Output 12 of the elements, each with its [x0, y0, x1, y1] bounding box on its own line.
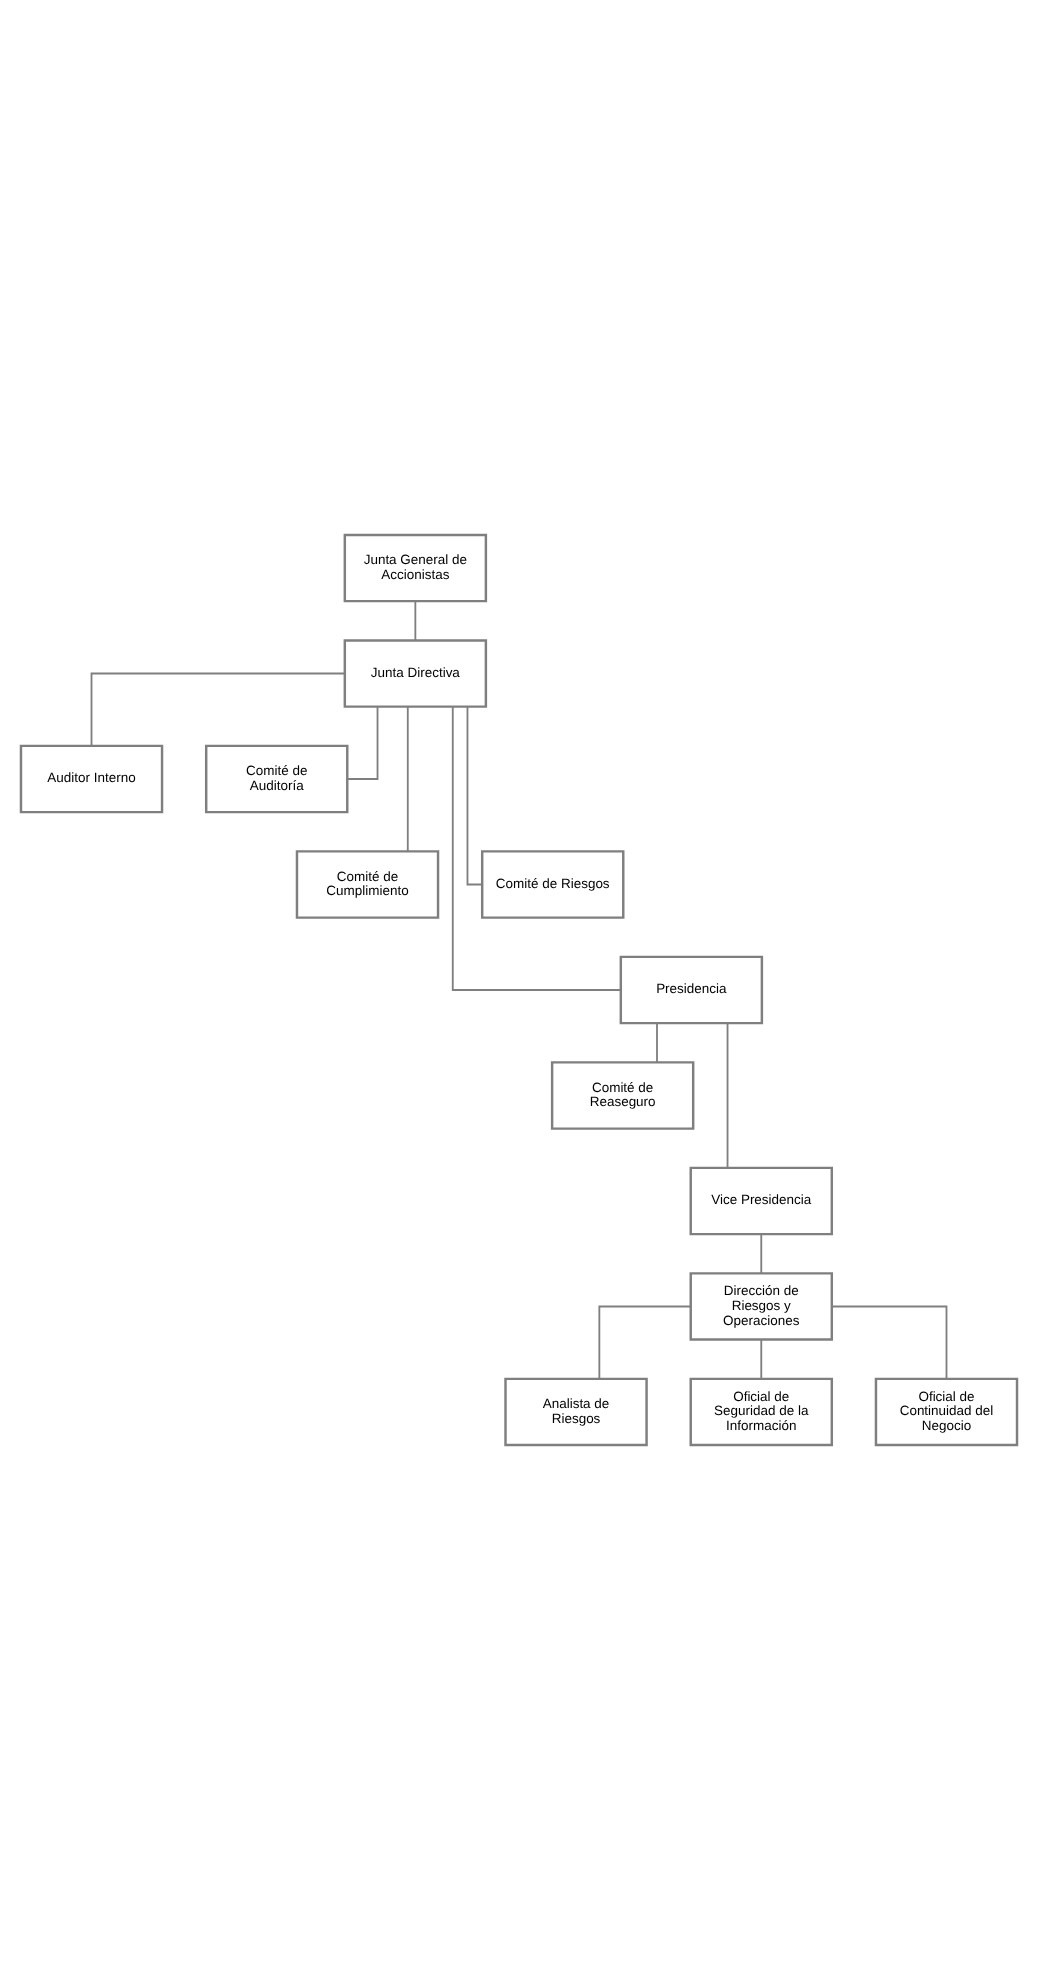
connector	[466, 706, 483, 886]
connector	[760, 1233, 763, 1275]
connector	[346, 706, 379, 780]
connector	[414, 600, 417, 642]
connector	[90, 672, 346, 747]
connector	[406, 706, 409, 853]
connector	[830, 1305, 948, 1380]
connector	[726, 1022, 729, 1169]
connector	[598, 1305, 692, 1380]
connector	[451, 705, 622, 991]
connector	[656, 1022, 658, 1064]
connector	[760, 1338, 763, 1380]
